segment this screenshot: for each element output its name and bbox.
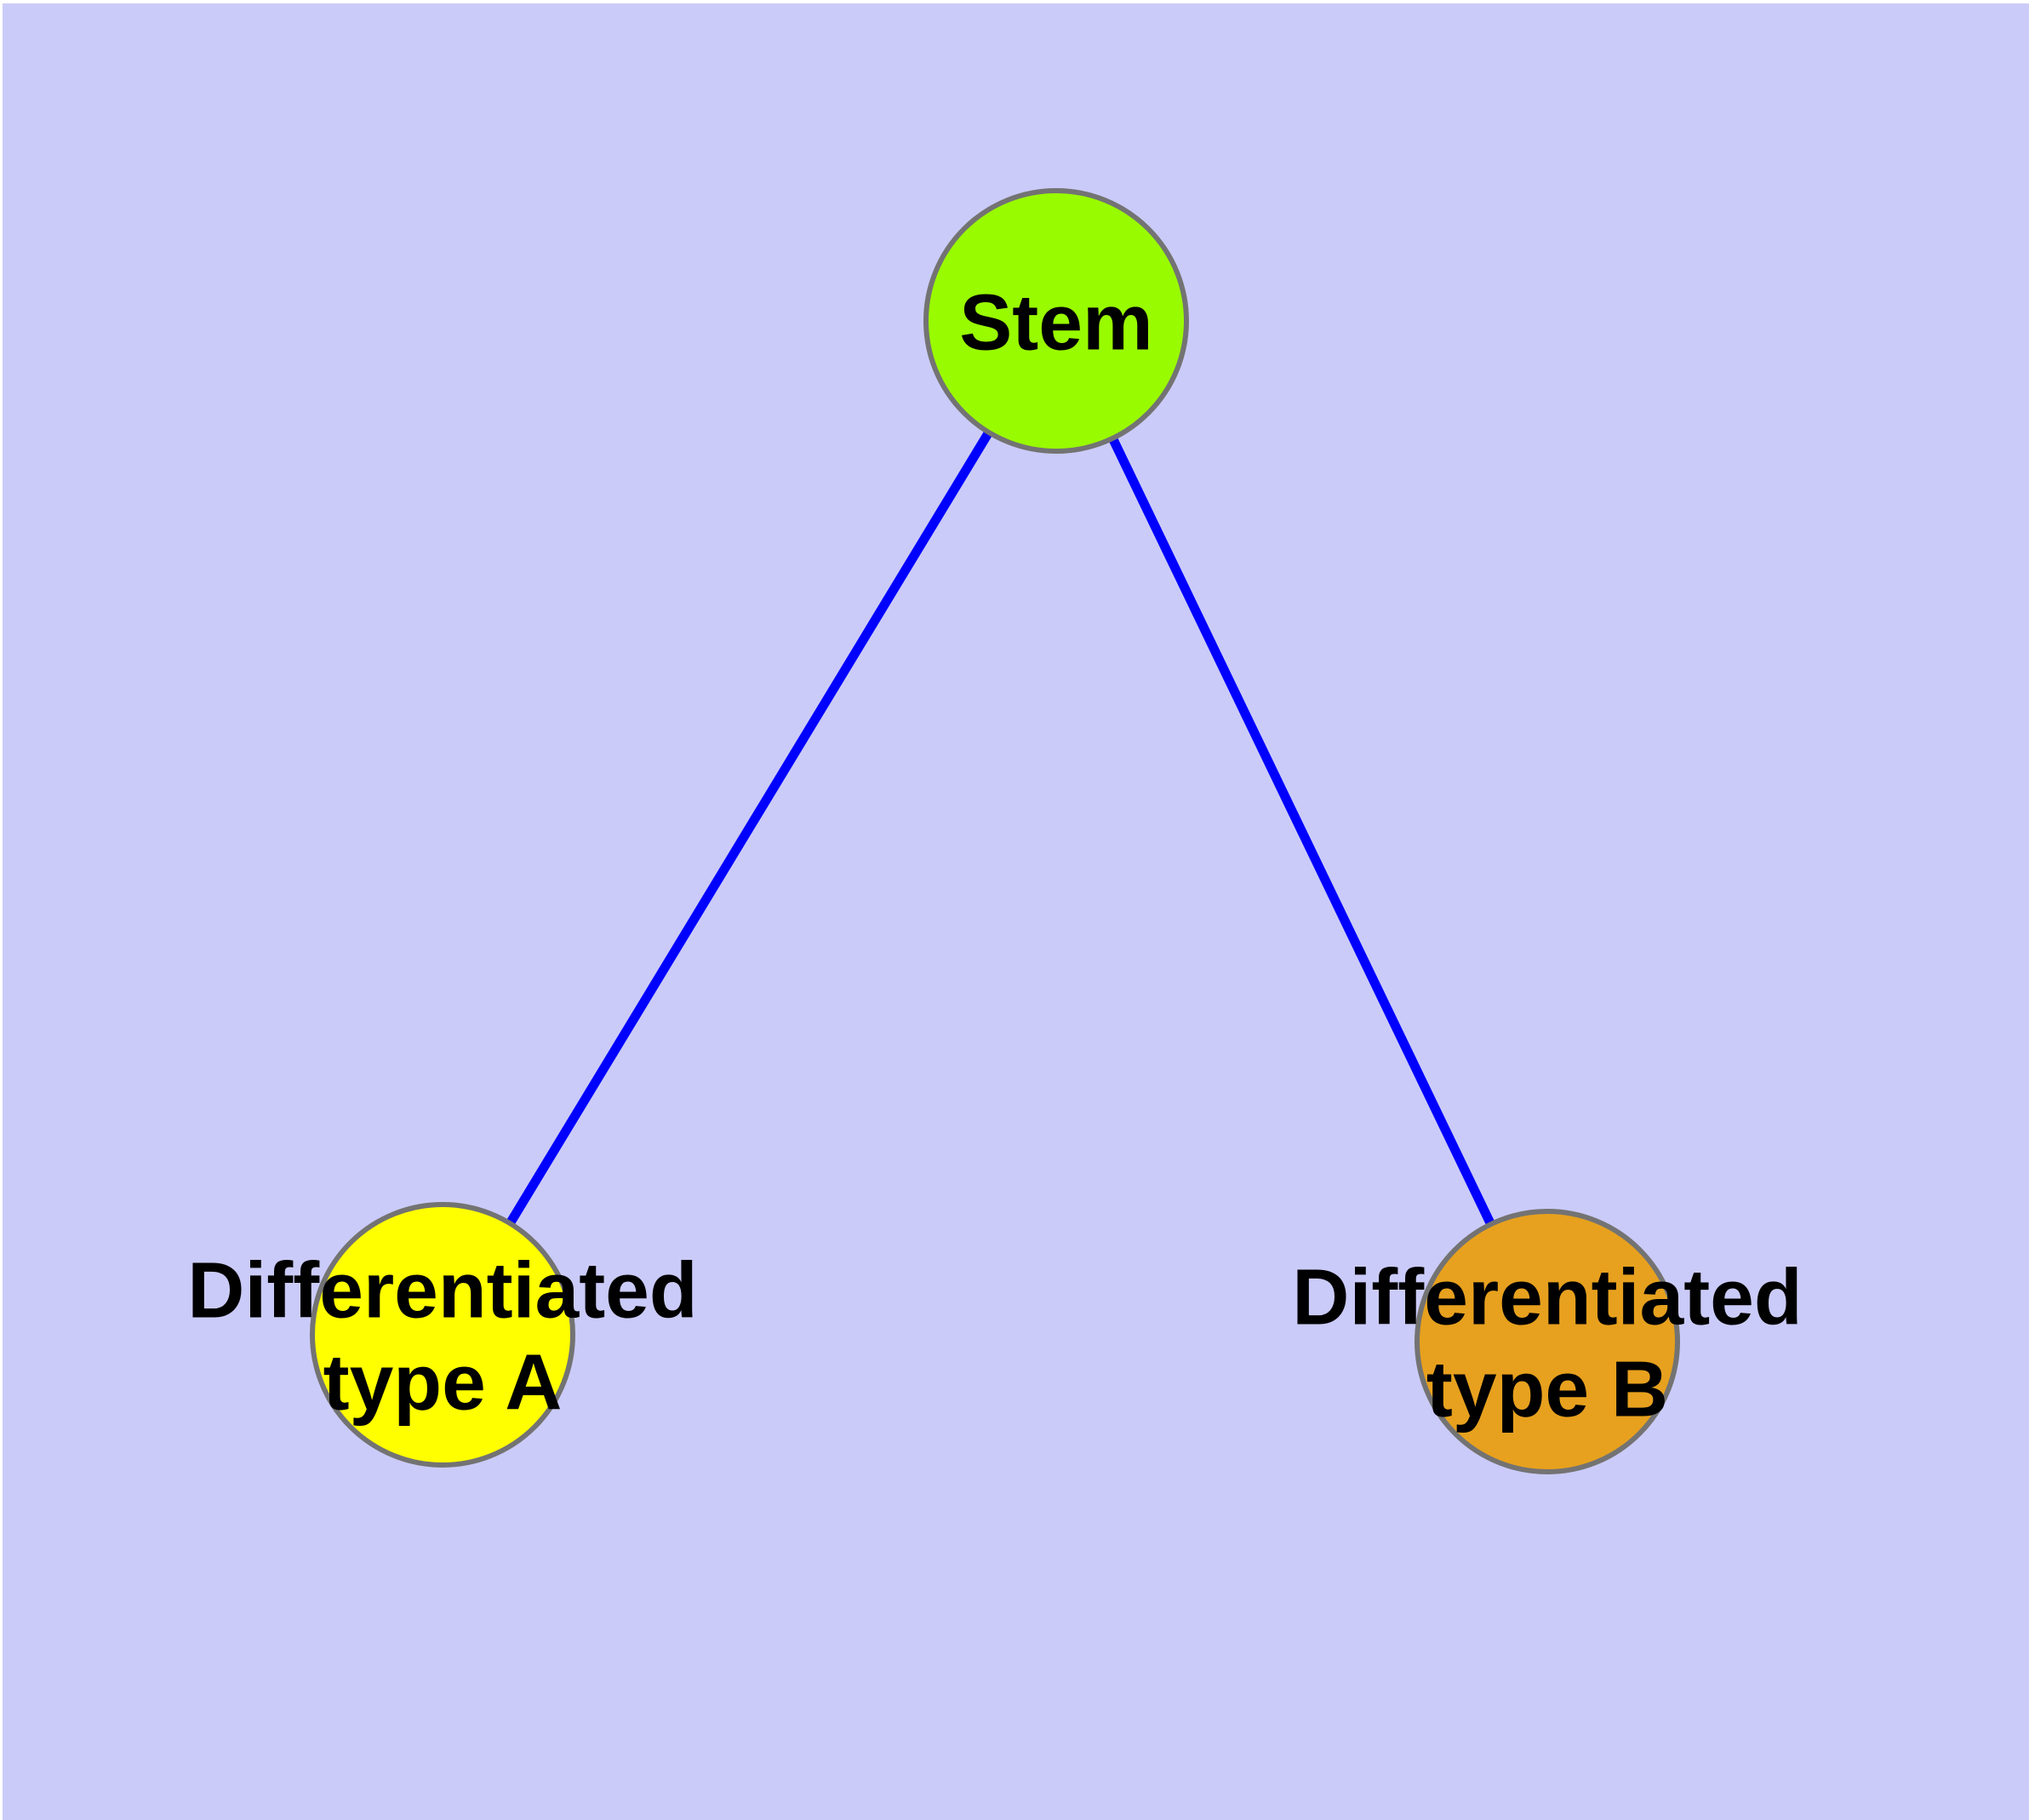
edge-stem-differentiated-type-b [1052,318,1552,1344]
node-stem [923,188,1189,454]
node-differentiated-type-b [1415,1209,1680,1474]
node-differentiated-type-a-label-line: type A [323,1338,563,1427]
node-differentiated-type-a [310,1202,575,1468]
edge-stem-differentiated-type-a [438,318,1060,1337]
node-differentiated-type-b-label-line: type B [1426,1345,1668,1434]
node-differentiated-type-a-label-line: Differentiated [187,1246,697,1335]
node-stem-label: Stem [959,278,1152,367]
node-stem-label-line: Stem [959,278,1152,367]
node-differentiated-type-b-label-line: Differentiated [1292,1253,1802,1342]
